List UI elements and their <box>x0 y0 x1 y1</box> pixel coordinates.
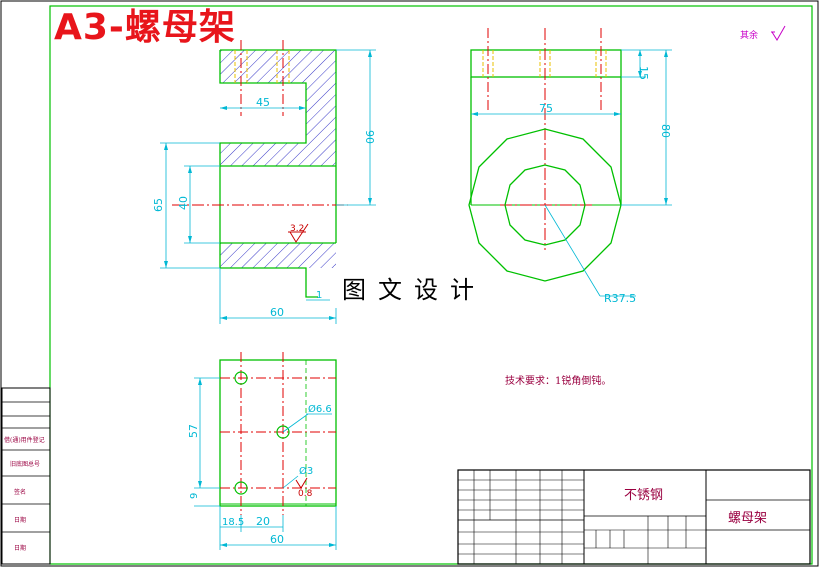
top-view <box>194 352 337 550</box>
dim-60-front: 60 <box>270 306 284 319</box>
dim-80-side: 80 <box>659 124 672 138</box>
dim-75: 75 <box>539 102 553 115</box>
dim-60-top: 60 <box>270 533 284 546</box>
watermark: 图文设计 <box>334 266 486 308</box>
dim-9: 9 <box>189 493 200 499</box>
left-strip <box>1 387 51 565</box>
left-cell-1: 旧底图总号 <box>10 460 40 468</box>
side-view <box>468 28 672 297</box>
dim-90: 90 <box>363 130 376 144</box>
roughness-3-2: 3.2 <box>290 224 304 234</box>
drawing-title: A3-螺母架 <box>54 7 236 48</box>
left-cell-3: 日期 <box>14 516 26 524</box>
material: 不锈钢 <box>624 488 663 503</box>
tech-note: 技术要求：1锐角倒钝。 <box>505 374 611 387</box>
dim-45: 45 <box>256 96 270 109</box>
dim-40: 40 <box>177 196 190 210</box>
dim-r37-5: R37.5 <box>604 292 636 305</box>
roughness-0-8: 0.8 <box>298 489 313 499</box>
hole-d3: Ø3 <box>299 465 313 477</box>
dim-57: 57 <box>187 424 200 438</box>
roughness-symbol-icon <box>771 25 786 41</box>
front-view <box>160 40 376 324</box>
corner-note: 其余 <box>740 29 758 41</box>
dim-15: 15 <box>637 66 650 80</box>
dim-1: 1 <box>316 290 322 301</box>
dim-65: 65 <box>152 198 165 212</box>
title-block <box>457 469 811 565</box>
drawing-frame <box>49 5 813 565</box>
left-cell-0: 借(通)用件登记 <box>4 436 45 444</box>
left-cell-2: 签名 <box>14 488 26 496</box>
left-cell-4: 日期 <box>14 544 26 552</box>
dim-20: 20 <box>256 515 270 528</box>
hole-d6-6: Ø6.6 <box>308 403 332 415</box>
part-name: 螺母架 <box>728 511 767 526</box>
dim-18-5: 18.5 <box>222 517 244 528</box>
